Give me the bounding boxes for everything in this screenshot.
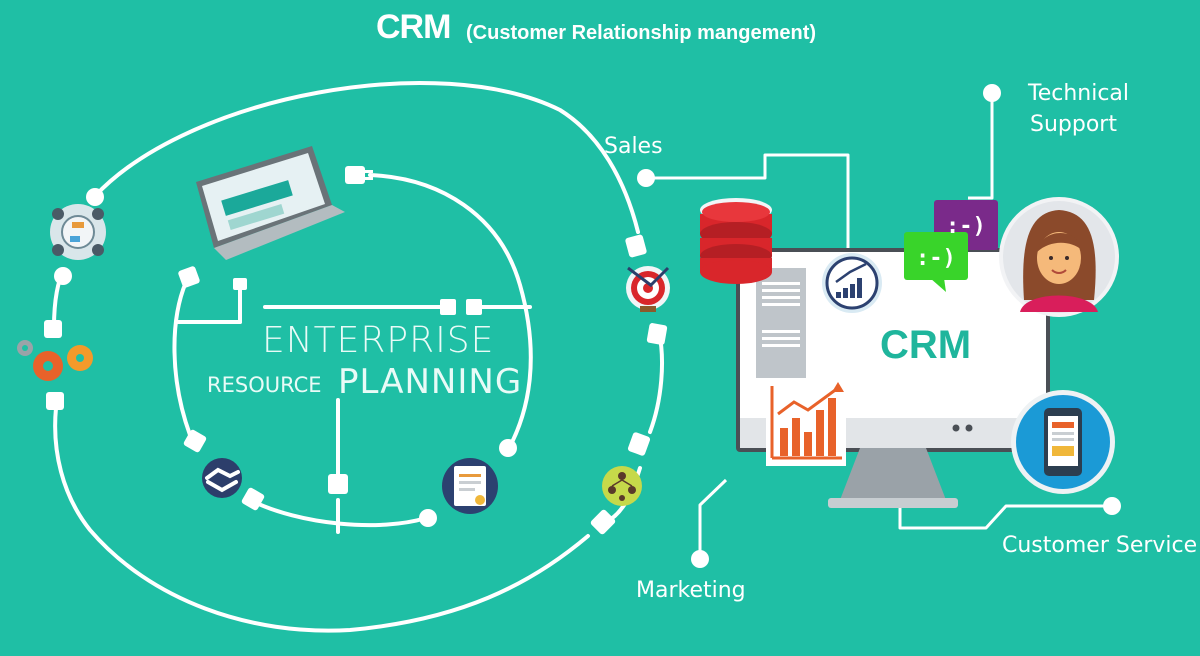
target-icon: [626, 266, 670, 312]
erp-label-enterprise: ENTERPRISE: [262, 320, 495, 361]
laptop-icon: [196, 146, 345, 260]
bar-chart-icon: [822, 253, 882, 313]
inner-ring: [172, 173, 533, 534]
page-title: CRM: [376, 8, 451, 46]
page-subtitle: (Customer Relationship mangement): [466, 22, 817, 44]
document-icon: [442, 458, 498, 514]
chat-bubble-icon: [904, 232, 968, 292]
database-icon: [700, 198, 772, 284]
label-technical: Technical: [1028, 81, 1130, 106]
ring-nodes: [54, 188, 517, 527]
erp-label-resource: RESOURCE: [207, 373, 322, 397]
growth-chart-icon: [766, 380, 846, 466]
smartphone-icon: [1011, 390, 1115, 494]
screen-crm-title: CRM: [880, 323, 972, 367]
chat-face-purple: :-): [946, 214, 986, 239]
org-chart-icon: [602, 466, 642, 506]
chat-face-green: :-): [916, 246, 956, 271]
label-customer-service: Customer Service: [1002, 533, 1198, 558]
customer-avatar-icon: [999, 197, 1119, 317]
crm-connectors: [648, 95, 1110, 558]
monitor-icon: [736, 248, 1050, 508]
gears-icon: [17, 340, 93, 381]
team-meeting-icon: [50, 204, 106, 260]
label-marketing: Marketing: [636, 578, 746, 603]
crm-connector-dots: [637, 84, 1121, 568]
handshake-icon: [202, 458, 242, 498]
label-support: Support: [1030, 112, 1117, 137]
connector-plugs: [44, 166, 668, 535]
label-sales: Sales: [604, 134, 663, 159]
erp-label-planning: PLANNING: [338, 362, 523, 402]
